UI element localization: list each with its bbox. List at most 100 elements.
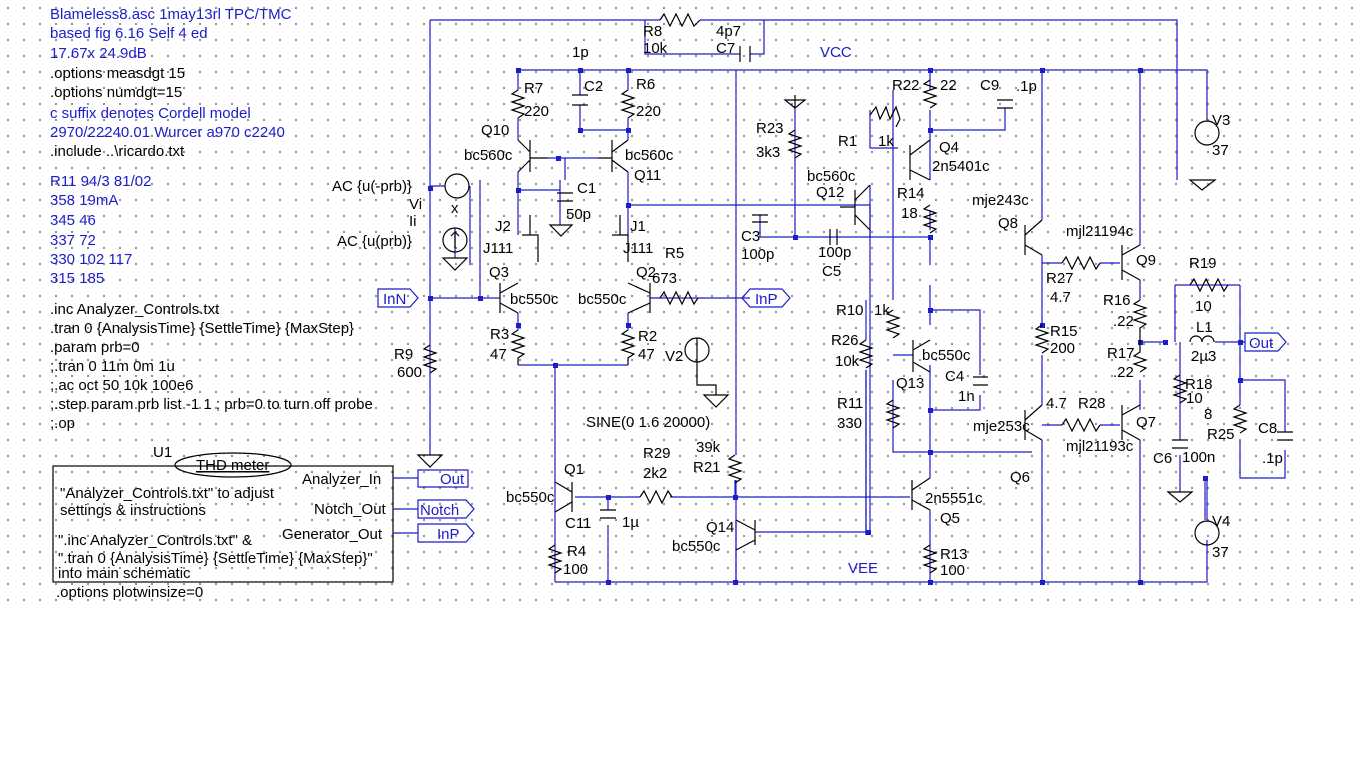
label: 18 — [901, 205, 918, 222]
flag-out-main: Out — [1249, 335, 1274, 352]
label: 10 — [1195, 298, 1212, 315]
flag-notch: Notch — [420, 502, 459, 519]
note-line: 358 19mA — [50, 192, 118, 209]
label: C5 — [822, 263, 841, 280]
label: bc550c — [578, 291, 627, 308]
directive-line: .options measdgt 15 — [50, 65, 185, 82]
label: R27 — [1046, 270, 1074, 287]
label: V4 — [1212, 513, 1230, 530]
label: R21 — [693, 459, 721, 476]
directive-line: ;.op — [50, 415, 75, 432]
label: Q5 — [940, 510, 960, 527]
label: R7 — [524, 80, 543, 97]
label: AC {u(prb)} — [337, 233, 412, 250]
label: R16 — [1103, 292, 1131, 309]
label: R14 — [897, 185, 925, 202]
directive-line: .include ..\ricardo.txt — [50, 143, 185, 160]
spice-directives: .options measdgt 15 .options numdgt=15 .… — [50, 65, 373, 601]
component-labels: R8 10k 4p7 C7 1p R7 220 C2 R6 220 Q10 bc… — [332, 23, 1283, 579]
label: R18 — [1185, 376, 1213, 393]
box-ref: U1 — [153, 444, 172, 461]
transistors — [499, 139, 1141, 551]
directive-line: ;.tran 0 11m 0m 1u — [50, 358, 175, 375]
label: R4 — [567, 543, 586, 560]
label: R29 — [643, 445, 671, 462]
label: 2n5401c — [932, 158, 990, 175]
label: mje253c — [973, 418, 1030, 435]
label: 100 — [940, 562, 965, 579]
label: 1n — [958, 388, 975, 405]
note-line: 17.67x 24.9dB — [50, 45, 147, 62]
label: R2 — [638, 328, 657, 345]
label: 3k3 — [756, 144, 780, 161]
label: mjl21193c — [1066, 438, 1134, 455]
resistors — [422, 12, 1248, 574]
label: Q8 — [998, 215, 1018, 232]
label: bc550c — [672, 538, 721, 555]
label: 100p — [818, 244, 851, 261]
inductor-l1 — [1189, 335, 1215, 343]
label: R25 — [1207, 426, 1235, 443]
note-line: 337 72 — [50, 232, 96, 249]
label: bc560c — [807, 168, 856, 185]
label: R26 — [831, 332, 859, 349]
label: 1k — [874, 302, 890, 319]
directive-line: .inc Analyzer_Controls.txt — [50, 301, 220, 318]
label: C8 — [1258, 420, 1277, 437]
label: L1 — [1196, 319, 1213, 336]
net-vee: VEE — [848, 560, 878, 577]
box-pin-label: Notch_Out — [314, 501, 387, 518]
label: bc560c — [625, 147, 674, 164]
label: J111 — [483, 240, 513, 257]
wires — [429, 19, 1286, 583]
label: Q12 — [816, 184, 844, 201]
note-line: Blameless8.asc 1may13rl TPC/TMC — [50, 6, 292, 23]
net-flags: InN InP Out Notch InP Out VCC VEE — [377, 44, 1287, 577]
label: 2k2 — [643, 465, 667, 482]
label: Q6 — [1010, 469, 1030, 486]
grid-dots — [0, 0, 1366, 608]
label: 220 — [636, 103, 661, 120]
label: Q3 — [489, 264, 509, 281]
directive-line: .options numdgt=15 — [50, 84, 182, 101]
label: R28 — [1078, 395, 1106, 412]
label: 37 — [1212, 142, 1229, 159]
box-title: THD meter — [196, 457, 269, 474]
label: R22 — [892, 77, 920, 94]
box-text: "Analyzer_Controls.txt" to adjust — [60, 485, 275, 502]
label: .1p — [1016, 78, 1037, 95]
label: R9 — [394, 346, 413, 363]
label: 1µ — [622, 514, 639, 531]
label: R5 — [665, 245, 684, 262]
label: 47 — [638, 346, 655, 363]
directive-line: .options plotwinsize=0 — [56, 584, 203, 601]
label: C9 — [980, 77, 999, 94]
label: C3 — [741, 228, 760, 245]
junction-dots — [428, 68, 1243, 585]
label: J111 — [623, 240, 653, 257]
label: mjl21194c — [1066, 223, 1134, 240]
label: mje243c — [972, 192, 1029, 209]
thd-meter-box[interactable]: U1 THD meter "Analyzer_Controls.txt" to … — [52, 444, 418, 583]
directive-line: ;.ac oct 50 10k 100e6 — [50, 377, 193, 394]
label: Q7 — [1136, 414, 1156, 431]
note-line: c suffix denotes Cordell model — [50, 105, 251, 122]
label: R19 — [1189, 255, 1217, 272]
label: AC {u(-prb)} — [332, 178, 412, 195]
note-line: R11 94/3 81/02 — [50, 173, 151, 190]
note-line: 2970/22240.01 Wurcer a970 c2240 — [50, 124, 285, 141]
label: 8 — [1204, 406, 1212, 423]
label: Vi — [409, 196, 422, 213]
box-text: into main schematic — [58, 565, 191, 582]
label: R10 — [836, 302, 864, 319]
note-line: based fig 6.16 Self 4 ed — [50, 25, 208, 42]
label: C4 — [945, 368, 964, 385]
label: 673 — [652, 270, 677, 287]
label: Q1 — [564, 461, 584, 478]
label: 200 — [1050, 340, 1075, 357]
flag-inn: InN — [383, 291, 406, 308]
label: .22 — [1113, 364, 1134, 381]
notes-blue: Blameless8.asc 1may13rl TPC/TMC based fi… — [50, 6, 292, 287]
label: R23 — [756, 120, 784, 137]
